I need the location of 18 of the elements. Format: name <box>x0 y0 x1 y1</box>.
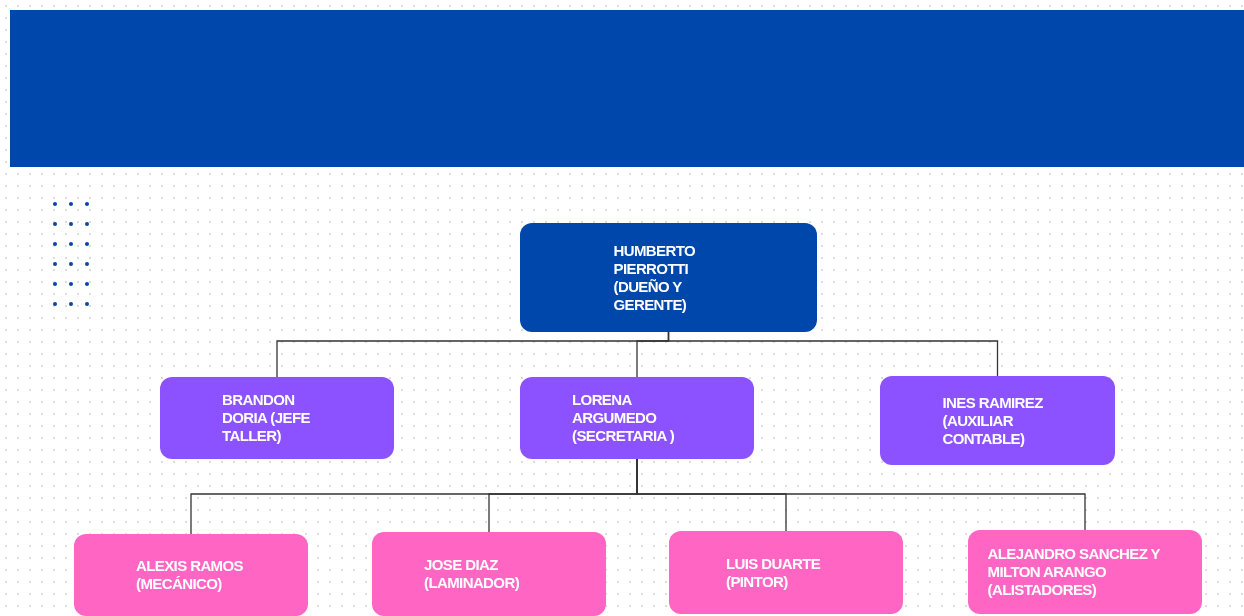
staff-box <box>160 377 394 459</box>
name-text: INES RAMIREZ (AUXILIAR CONTABLE) <box>942 393 1044 448</box>
worker-box <box>669 531 903 614</box>
worker-box <box>968 530 1202 614</box>
name-text: BRANDON DORIA (JEFE TALLER) <box>222 391 311 445</box>
name-text: HUMBERTO PIERROTTI (DUEÑO Y GERENTE) <box>613 241 697 314</box>
name-text: LUIS DUARTE (PINTOR) <box>726 554 822 591</box>
connector-line <box>636 458 1086 531</box>
name-text: JOSE DIAZ (LAMINADOR) <box>424 556 521 592</box>
name-text: ALEJANDRO SANCHEZ Y MILTON ARANGO (ALISTADORES) <box>987 545 1161 599</box>
name-text: LORENA ARGUMEDO (SECRETARIA ) <box>572 391 676 445</box>
staff-box <box>880 376 1115 465</box>
staff-box <box>520 377 754 459</box>
manager-box <box>520 223 817 332</box>
worker-box <box>372 532 606 616</box>
connector-line <box>667 331 999 377</box>
name-text: ALEXIS RAMOS (MECÁNICO) <box>136 557 244 593</box>
worker-box <box>74 534 308 616</box>
